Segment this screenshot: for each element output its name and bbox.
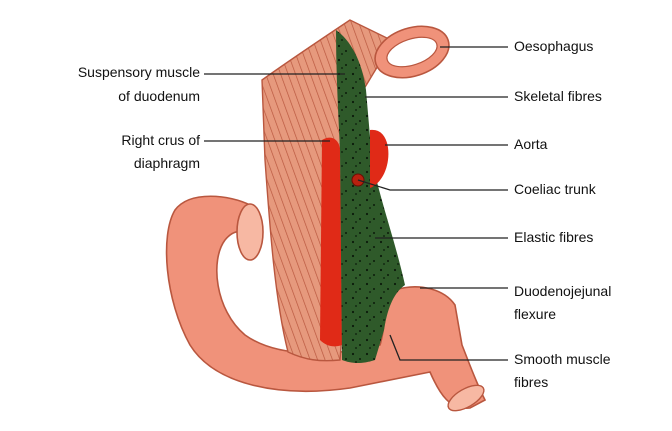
label-elastic: Elastic fibres	[514, 229, 593, 246]
label-dj-line1: Duodenojejunal	[514, 283, 611, 300]
label-smooth-line2: fibres	[514, 374, 548, 391]
duodenum-cut-end	[237, 204, 263, 260]
label-suspensory-line2: of duodenum	[118, 88, 200, 105]
label-coeliac: Coeliac trunk	[514, 181, 596, 198]
label-dj-line2: flexure	[514, 306, 556, 323]
label-aorta: Aorta	[514, 136, 547, 153]
label-oesophagus: Oesophagus	[514, 38, 593, 55]
label-right-crus-line2: diaphragm	[134, 155, 200, 172]
label-skeletal: Skeletal fibres	[514, 88, 602, 105]
label-suspensory-line1: Suspensory muscle	[78, 64, 200, 81]
leader-coeliac	[358, 180, 508, 190]
label-right-crus-line1: Right crus of	[121, 132, 200, 149]
aorta	[370, 130, 388, 188]
right-crus-band	[320, 138, 342, 347]
label-smooth-line1: Smooth muscle	[514, 351, 610, 368]
